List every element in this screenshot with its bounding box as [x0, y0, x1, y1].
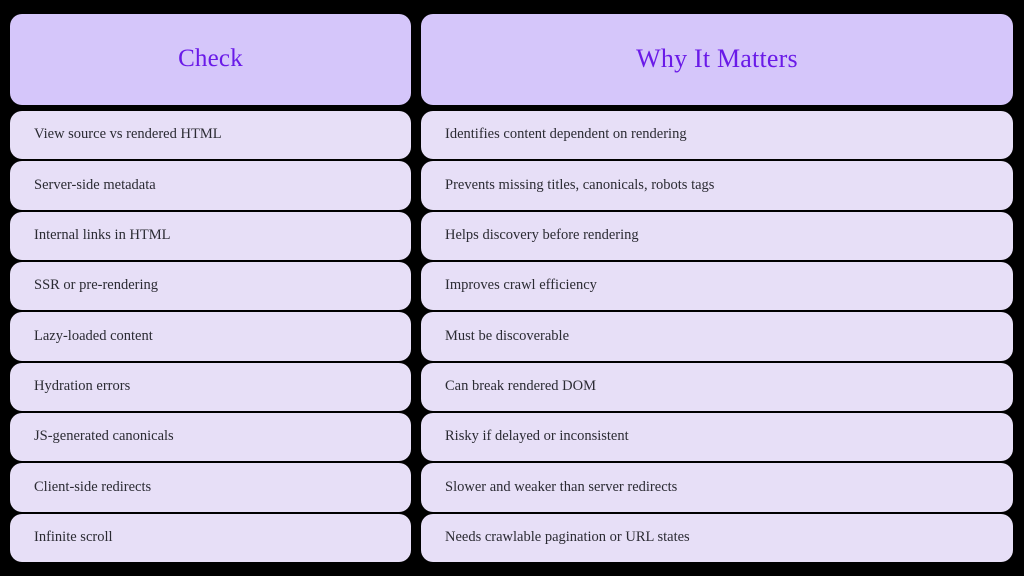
cell-label: Client-side redirects	[34, 478, 152, 495]
column-header-check: Check	[10, 14, 411, 105]
cell-label: JS-generated canonicals	[34, 428, 174, 445]
table-row: Lazy-loaded content	[10, 312, 411, 361]
table-row: Infinite scroll	[10, 513, 411, 562]
cell-label: Slower and weaker than server redirects	[445, 478, 678, 495]
column-why-it-matters: Why It Matters Identifies content depend…	[421, 14, 1013, 562]
table-row: Server-side metadata	[10, 161, 411, 210]
cell-label: View source vs rendered HTML	[34, 126, 222, 143]
cell-label: Server-side metadata	[34, 176, 156, 193]
cell-label: Can break rendered DOM	[445, 378, 596, 395]
cell-label: Lazy-loaded content	[34, 327, 153, 344]
table-row: Needs crawlable pagination or URL states	[421, 513, 1013, 562]
table-row: Improves crawl efficiency	[421, 261, 1013, 311]
column-check-rows: View source vs rendered HTML Server-side…	[10, 111, 411, 562]
column-header-check-label: Check	[178, 45, 243, 72]
cell-label: Must be discoverable	[445, 327, 570, 344]
cell-label: Internal links in HTML	[34, 227, 171, 244]
column-why-rows: Identifies content dependent on renderin…	[421, 111, 1013, 562]
table-row: JS-generated canonicals	[10, 412, 411, 462]
cell-label: Hydration errors	[34, 378, 131, 395]
table-row: Internal links in HTML	[10, 211, 411, 260]
table-row: Risky if delayed or inconsistent	[421, 412, 1013, 462]
column-header-why-label: Why It Matters	[636, 43, 798, 73]
table-row: Identifies content dependent on renderin…	[421, 111, 1013, 160]
cell-label: Improves crawl efficiency	[445, 277, 597, 294]
cell-label: SSR or pre-rendering	[34, 277, 159, 294]
table-row: Hydration errors	[10, 362, 411, 411]
table-row: Slower and weaker than server redirects	[421, 463, 1013, 512]
column-check: Check View source vs rendered HTML Serve…	[10, 14, 411, 562]
cell-label: Needs crawlable pagination or URL states	[445, 529, 690, 546]
table-row: Prevents missing titles, canonicals, rob…	[421, 161, 1013, 210]
table-row: Client-side redirects	[10, 463, 411, 512]
cell-label: Helps discovery before rendering	[445, 227, 639, 244]
table-row: Helps discovery before rendering	[421, 211, 1013, 260]
cell-label: Risky if delayed or inconsistent	[445, 428, 629, 445]
table-row: SSR or pre-rendering	[10, 261, 411, 311]
cell-label: Prevents missing titles, canonicals, rob…	[445, 176, 715, 193]
cell-label: Identifies content dependent on renderin…	[445, 126, 687, 143]
cell-label: Infinite scroll	[34, 529, 113, 546]
table-row: Must be discoverable	[421, 312, 1013, 361]
column-header-why: Why It Matters	[421, 14, 1013, 105]
table-row: Can break rendered DOM	[421, 362, 1013, 411]
table-row: View source vs rendered HTML	[10, 111, 411, 160]
